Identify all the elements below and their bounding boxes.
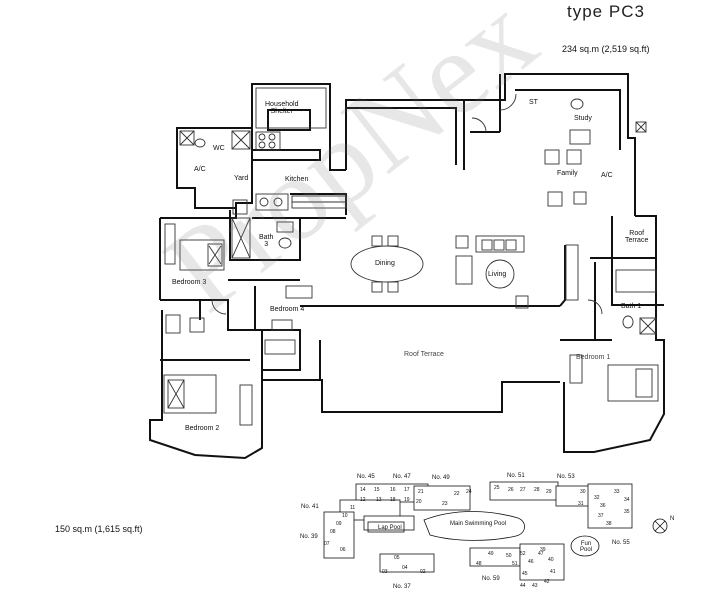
unit-number: 20	[416, 499, 422, 505]
unit-number: 33	[614, 489, 620, 495]
block-label-55: No. 55	[612, 540, 630, 546]
unit-number: 47	[538, 551, 544, 557]
unit-number: 42	[544, 579, 550, 585]
unit-number: 22	[454, 491, 460, 497]
unit-number: 11	[350, 505, 356, 511]
unit-number: 27	[520, 487, 526, 493]
unit-number: 32	[594, 495, 600, 501]
bedroom1-label: Bedroom 1	[576, 354, 611, 361]
unit-number: 16	[390, 487, 396, 493]
ac-right-label: A/C	[601, 172, 613, 179]
unit-type-title: type PC3	[567, 2, 645, 21]
block-label-51: No. 51	[507, 473, 525, 479]
unit-number: 05	[394, 555, 400, 561]
unit-number: 15	[374, 487, 380, 493]
unit-number: 41	[550, 569, 556, 575]
study-label: Study	[574, 115, 592, 122]
block-label-37: No. 37	[393, 584, 411, 590]
fun-pool-label: Fun Pool	[580, 541, 593, 553]
unit-number: 13	[376, 497, 382, 503]
unit-number: 34	[624, 497, 630, 503]
dining-label: Dining	[375, 260, 395, 267]
unit-number: 40	[548, 557, 554, 563]
block-label-49: No. 49	[432, 475, 450, 481]
ac-left-label: A/C	[194, 166, 206, 173]
unit-number: 02	[420, 569, 426, 575]
unit-number: 45	[522, 571, 528, 577]
roof-terrace-right-label: Roof Terrace	[625, 230, 649, 244]
family-label: Family	[557, 170, 578, 177]
unit-number: 23	[442, 501, 448, 507]
bath3-label: Bath 3	[259, 234, 274, 248]
unit-number: 07	[324, 541, 330, 547]
north-marker-label: N	[670, 516, 675, 522]
area-main: 234 sq.m (2,519 sq.ft)	[562, 44, 650, 54]
lap-pool-label: Lap Pool	[378, 525, 402, 531]
unit-number: 38	[606, 521, 612, 527]
unit-number: 28	[534, 487, 540, 493]
unit-number: 51	[512, 561, 518, 567]
block-label-53: No. 53	[557, 474, 575, 480]
unit-number: 14	[360, 487, 366, 493]
kitchen-label: Kitchen	[285, 176, 309, 183]
bedroom2-label: Bedroom 2	[185, 425, 220, 432]
area-secondary: 150 sq.m (1,615 sq.ft)	[55, 524, 143, 534]
unit-number: 30	[580, 489, 586, 495]
block-label-39: No. 39	[300, 534, 318, 540]
block-label-59: No. 59	[482, 576, 500, 582]
unit-number: 50	[506, 553, 512, 559]
unit-number: 37	[598, 513, 604, 519]
unit-number: 12	[360, 497, 366, 503]
bedroom4-label: Bedroom 4	[270, 306, 305, 313]
unit-number: 04	[402, 565, 408, 571]
yard-label: Yard	[234, 175, 249, 182]
unit-number: 43	[532, 583, 538, 589]
household-shelter-label: Household Shelter	[265, 101, 299, 115]
unit-number: 17	[404, 487, 410, 493]
living-label: Living	[488, 271, 507, 278]
unit-number: 09	[336, 521, 342, 527]
unit-number: 29	[546, 489, 552, 495]
block-label-47: No. 47	[393, 474, 411, 480]
unit-number: 44	[520, 583, 526, 589]
unit-number: 18	[390, 497, 396, 503]
bedroom3-label: Bedroom 3	[172, 279, 207, 286]
unit-number: 25	[494, 485, 500, 491]
unit-number: 46	[528, 559, 534, 565]
unit-number: 06	[340, 547, 346, 553]
unit-number: 39	[540, 547, 546, 553]
unit-number: 36	[600, 503, 606, 509]
unit-number: 49	[488, 551, 494, 557]
unit-number: 10	[342, 513, 348, 519]
block-label-41: No. 41	[301, 504, 319, 510]
bath1-label: Bath 1	[621, 303, 642, 310]
unit-number: 24	[466, 489, 472, 495]
unit-number: 48	[476, 561, 482, 567]
unit-number: 21	[418, 489, 424, 495]
unit-number: 52	[520, 551, 526, 557]
roof-terrace-center-label: Roof Terrace	[404, 351, 444, 358]
main-pool-label: Main Swimming Pool	[450, 521, 507, 527]
unit-number: 31	[578, 501, 584, 507]
unit-number: 35	[624, 509, 630, 515]
block-label-45: No. 45	[357, 474, 375, 480]
unit-number: 03	[382, 569, 388, 575]
wc-label: WC	[213, 145, 225, 152]
unit-number: 26	[508, 487, 514, 493]
unit-number: 19	[404, 497, 410, 503]
unit-number: 08	[330, 529, 336, 535]
st-label: ST	[529, 99, 538, 106]
